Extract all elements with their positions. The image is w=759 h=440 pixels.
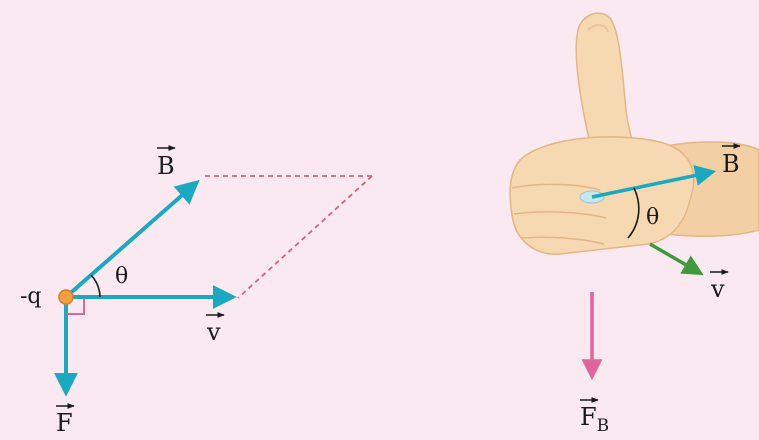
v-label-left: v xyxy=(206,312,225,346)
angle-label-right: θ xyxy=(646,205,659,230)
svg-text:FB: FB xyxy=(580,403,609,436)
b-label-left: B xyxy=(157,145,176,180)
v-label-right: v xyxy=(710,269,729,303)
charge-label: -q xyxy=(20,284,42,309)
svg-text:F: F xyxy=(56,409,73,437)
angle-label-left: θ xyxy=(115,264,128,289)
right-angle-marker xyxy=(68,299,85,315)
svg-text:v: v xyxy=(710,275,725,303)
angle-arc xyxy=(90,274,101,298)
svg-text:B: B xyxy=(157,152,175,180)
angle-arc-right xyxy=(627,187,640,239)
fb-label: FB xyxy=(580,397,609,436)
f-label-left: F xyxy=(56,403,75,437)
svg-text:v: v xyxy=(206,318,221,346)
b-label-right: B xyxy=(722,143,741,178)
svg-text:B: B xyxy=(722,150,740,178)
v-vector-arrow-right xyxy=(649,242,704,276)
b-vector-arrow xyxy=(64,179,200,299)
hand-illustration xyxy=(509,12,759,255)
charge-particle xyxy=(58,289,74,305)
parallelogram-right-edge xyxy=(237,175,373,299)
b-vector-arrow-right xyxy=(591,165,717,199)
left-diagram: -q θ B v F xyxy=(20,145,373,437)
right-diagram: θ B v FB xyxy=(509,12,759,436)
